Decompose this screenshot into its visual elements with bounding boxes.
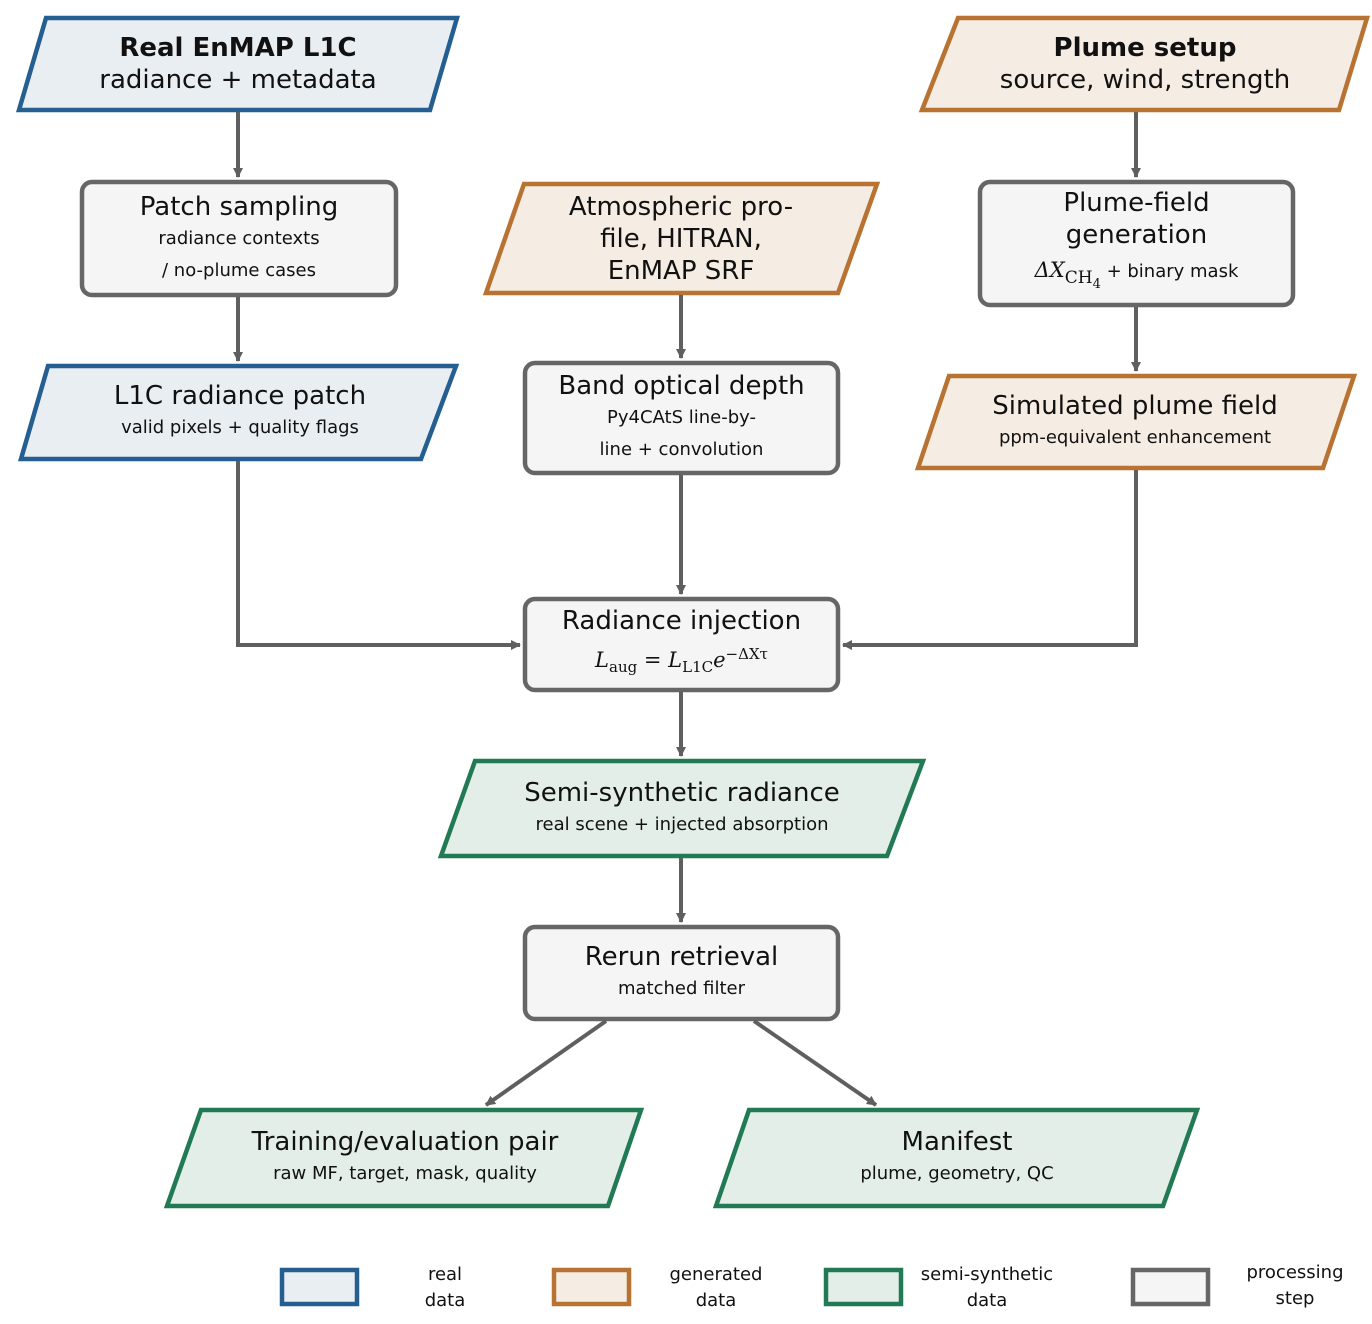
node-plume-setup: Plume setup source, wind, strength <box>940 28 1350 100</box>
node-line: Py4CAtS line-by- <box>607 407 756 428</box>
formula-index: 4 <box>1092 276 1101 292</box>
l1c-patch-shape <box>18 363 460 462</box>
node-title: Manifest <box>901 1127 1013 1157</box>
legend-line: real <box>427 1264 463 1285</box>
node-title: Patch sampling <box>139 191 339 222</box>
legend-label-processing: processing step <box>1230 1260 1360 1312</box>
manifest-shape <box>712 1107 1201 1209</box>
semi-radiance-shape <box>437 758 927 859</box>
legend-line: step <box>1275 1288 1315 1309</box>
node-title: Real EnMAP L1C <box>119 33 357 63</box>
node-line: Plume-field <box>1063 187 1210 218</box>
node-title: Rerun retrieval <box>584 942 779 972</box>
arrow-rerun-to-manifest <box>752 1019 878 1107</box>
node-subtitle: ppm-equivalent enhancement <box>998 427 1272 448</box>
legend-line: data <box>424 1290 466 1311</box>
node-real-enmap-l1c: Real EnMAP L1C radiance + metadata <box>40 28 436 100</box>
eq-l: L <box>595 647 609 672</box>
plume-setup-shape <box>918 15 1371 113</box>
eq-l2: L <box>668 647 683 672</box>
node-rerun-retrieval: Rerun retrieval matched filter <box>525 935 838 1011</box>
arrow-l1c-to-injection <box>236 461 521 650</box>
train-pair-shape <box>163 1107 645 1209</box>
node-plume-field-generation: Plume-field generation ΔXCH4 + binary ma… <box>980 186 1293 301</box>
eq-aug: aug <box>609 658 638 677</box>
node-subtitle: matched filter <box>617 978 746 999</box>
injection-shape <box>522 596 841 693</box>
enmap-shape <box>15 15 461 113</box>
node-subtitle: source, wind, strength <box>999 65 1291 95</box>
sim-plume-shape <box>914 373 1358 471</box>
node-subtitle: plume, geometry, QC <box>860 1163 1054 1184</box>
node-line: / no-plume cases <box>162 259 316 281</box>
atmos-shape <box>482 181 881 296</box>
eq-equals: = <box>637 647 669 672</box>
arrow-sim-to-injection <box>842 470 1138 650</box>
node-subtitle: radiance + metadata <box>99 65 377 95</box>
node-line: file, HITRAN, <box>600 223 762 254</box>
node-manifest: Manifest plume, geometry, QC <box>735 1118 1179 1198</box>
node-formula: ΔXCH4 + binary mask <box>1035 253 1239 301</box>
eq-exponent: −ΔXτ <box>725 644 768 663</box>
plume-gen-shape <box>977 179 1296 308</box>
node-band-optical-depth: Band optical depth Py4CAtS line-by- line… <box>525 368 838 468</box>
legend-line: data <box>966 1290 1008 1311</box>
rerun-shape <box>522 924 841 1022</box>
node-title: Band optical depth <box>558 371 805 401</box>
node-line: line + convolution <box>599 439 764 460</box>
node-atmospheric-profile: Atmospheric pro- file, HITRAN, EnMAP SRF <box>500 188 862 289</box>
legend-line: generated <box>669 1264 763 1285</box>
eq-e: e <box>713 647 726 672</box>
node-simulated-plume-field: Simulated plume field ppm-equivalent enh… <box>935 384 1335 460</box>
node-title: Simulated plume field <box>992 391 1278 421</box>
node-patch-sampling: Patch sampling radiance contexts / no-pl… <box>82 186 396 291</box>
legend-line: data <box>695 1290 737 1311</box>
node-l1c-radiance-patch: L1C radiance patch valid pixels + qualit… <box>40 372 440 452</box>
legend-line: semi-synthetic <box>920 1264 1054 1285</box>
node-line: radiance contexts <box>158 227 320 249</box>
legend-swatch-semi <box>823 1267 904 1307</box>
node-title: L1C radiance patch <box>113 381 367 411</box>
node-subtitle: raw MF, target, mask, quality <box>273 1163 537 1184</box>
node-line: EnMAP SRF <box>607 255 755 286</box>
node-semi-synthetic-radiance: Semi-synthetic radiance real scene + inj… <box>460 769 904 849</box>
band-depth-shape <box>522 360 841 476</box>
node-title: Radiance injection <box>561 605 802 636</box>
legend-swatch-generated <box>551 1267 632 1307</box>
node-line: Atmospheric pro- <box>568 191 794 222</box>
legend-label-semi-synthetic: semi-synthetic data <box>912 1262 1062 1314</box>
node-title: Training/evaluation pair <box>251 1127 559 1157</box>
eq-l1c: L1C <box>682 658 714 677</box>
node-subtitle: valid pixels + quality flags <box>121 417 359 438</box>
formula-rest: + binary mask <box>1100 260 1239 282</box>
legend-label-generated: generated data <box>651 1262 781 1314</box>
node-subtitle: real scene + injected absorption <box>535 814 829 835</box>
arrow-rerun-to-train <box>484 1019 608 1107</box>
formula-delta-x: ΔX <box>1034 257 1065 282</box>
node-title: Plume setup <box>1053 33 1237 63</box>
node-training-evaluation-pair: Training/evaluation pair raw MF, target,… <box>185 1118 625 1198</box>
legend-label-real: real data <box>385 1262 505 1314</box>
node-title: Semi-synthetic radiance <box>524 778 840 808</box>
formula-species: CH <box>1064 267 1093 288</box>
legend-swatch-processing <box>1130 1267 1211 1307</box>
node-radiance-injection: Radiance injection Laug = LL1Ce−ΔXτ <box>525 603 838 686</box>
legend-swatch-real <box>279 1267 360 1307</box>
node-line: generation <box>1065 219 1208 250</box>
patch-sampling-shape <box>79 179 399 298</box>
legend-line: processing <box>1246 1262 1344 1283</box>
arrows <box>233 112 1141 1107</box>
node-equation: Laug = LL1Ce−ΔXτ <box>595 637 768 684</box>
